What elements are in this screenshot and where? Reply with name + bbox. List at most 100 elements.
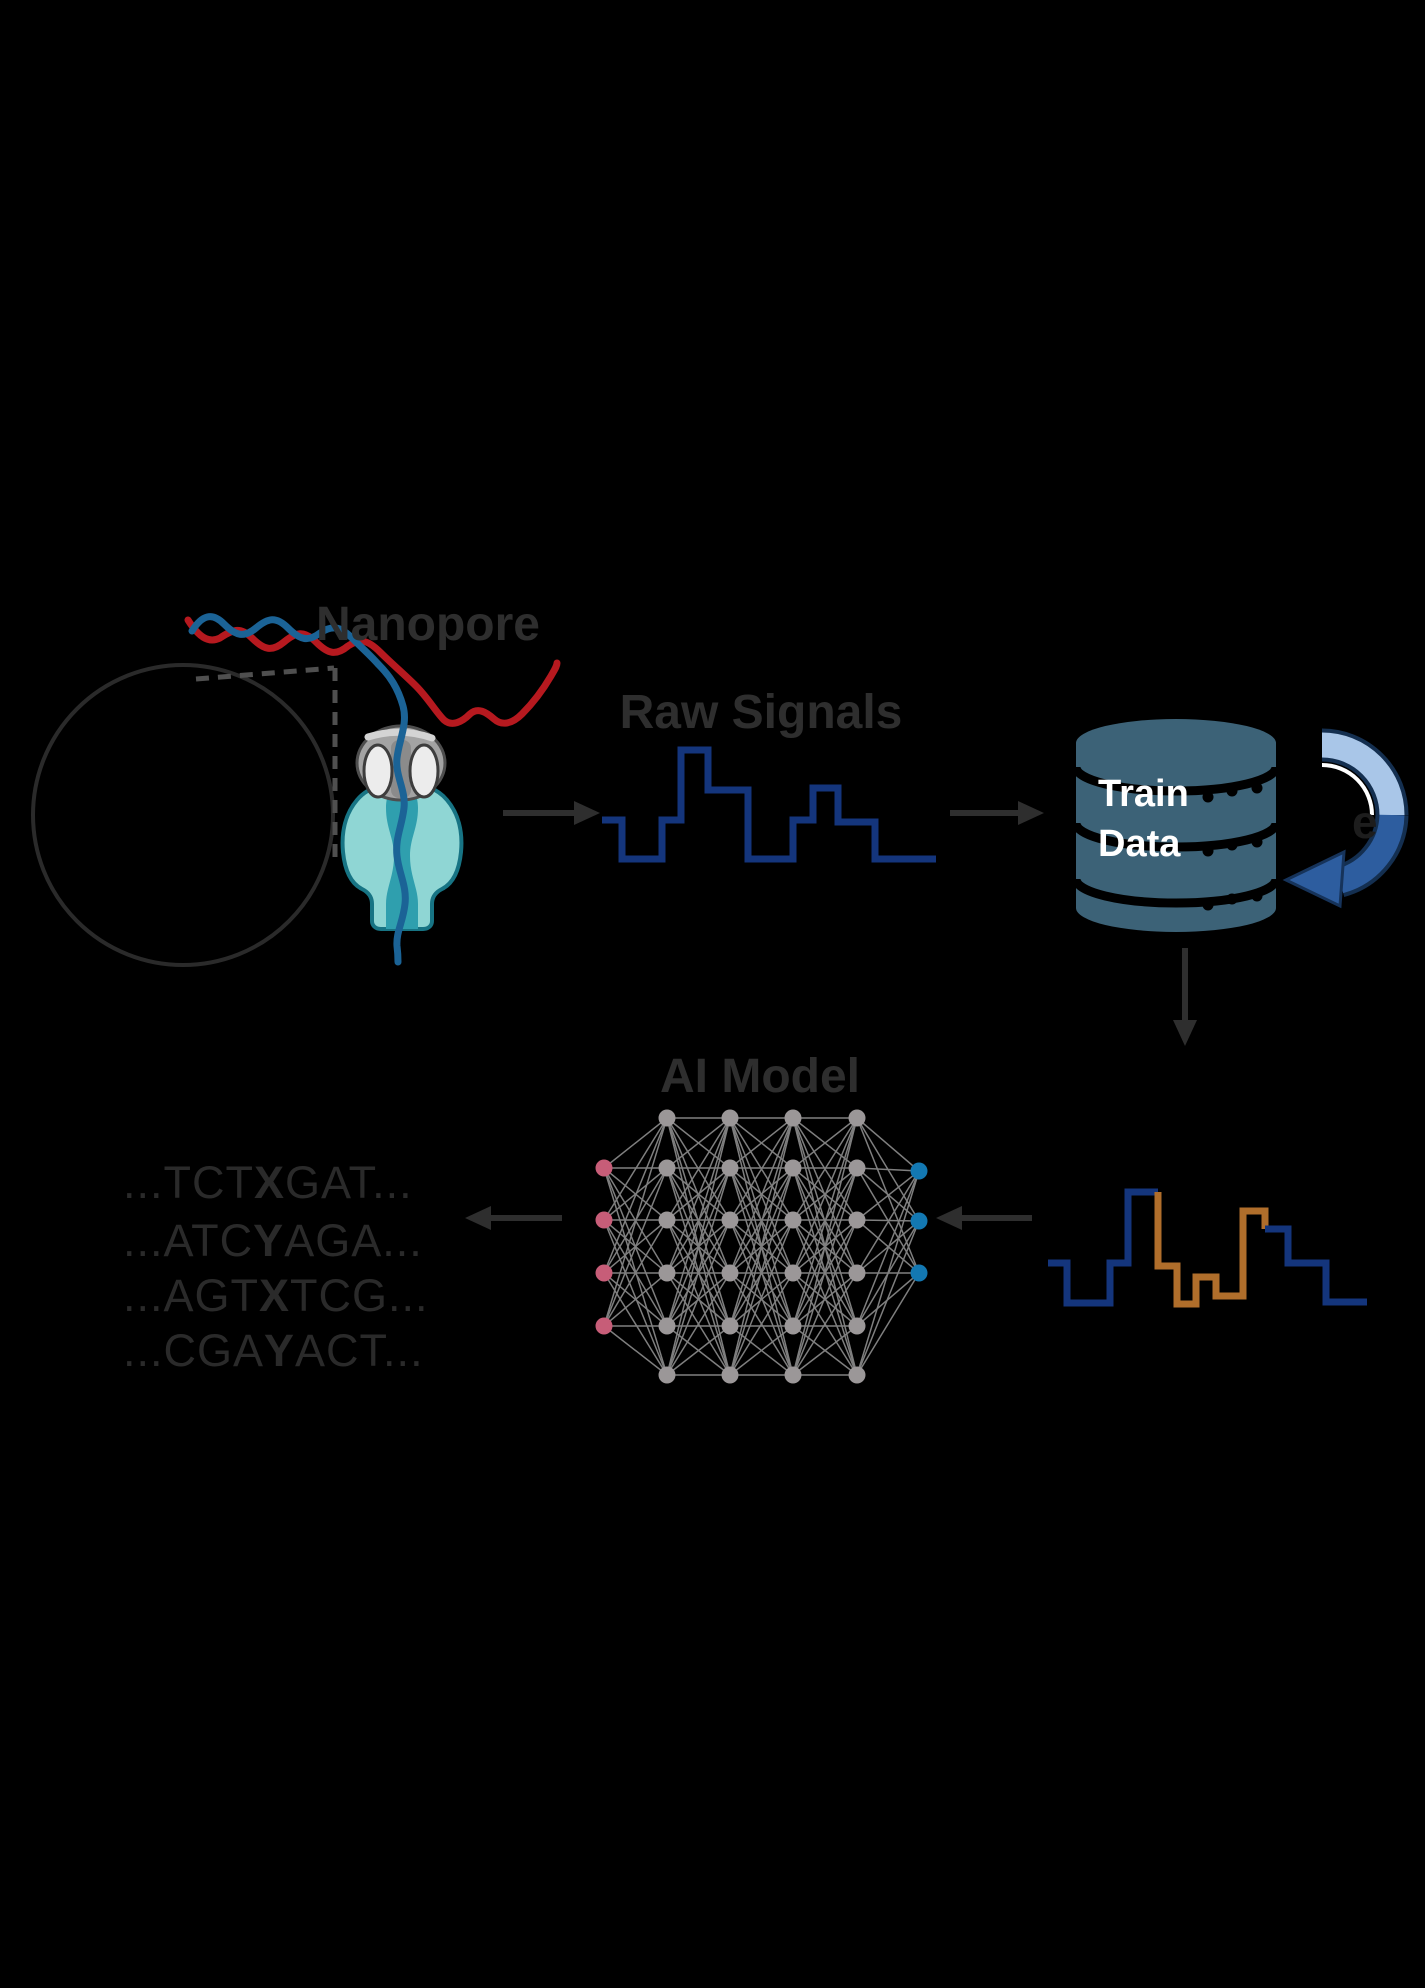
network-edge: [856, 1170, 920, 1274]
network-edge: [666, 1325, 731, 1376]
arrow-aimodel-to-sequences-head: [465, 1206, 491, 1230]
dna-strand-red: [184, 616, 561, 727]
network-edge: [856, 1220, 920, 1376]
database-tier-separator: [1071, 822, 1281, 852]
arrow-traindata-down: [1173, 948, 1197, 1046]
network-edge: [856, 1167, 920, 1172]
raw-signals-label: Raw Signals: [620, 686, 903, 739]
network-edge: [792, 1272, 858, 1376]
refresh-arrow-inner-edge: [1321, 763, 1374, 816]
network-edge: [729, 1117, 794, 1327]
network-edge: [603, 1325, 668, 1376]
network-edge: [792, 1272, 858, 1327]
network-edge: [729, 1117, 794, 1221]
neural-network: [595, 1109, 928, 1384]
train-data-database: Train Data: [1071, 719, 1281, 932]
zoom-callout-line-top: [195, 665, 335, 682]
hidden-2-node: [721, 1366, 739, 1384]
output-node: [910, 1162, 928, 1180]
database-title-line1: Train: [1098, 773, 1189, 815]
arrow-signal-to-aimodel-head: [936, 1206, 962, 1230]
input-node: [595, 1264, 613, 1282]
input-node: [595, 1317, 613, 1335]
network-edge: [666, 1167, 731, 1376]
nanopore-label: Nanopore: [316, 598, 540, 651]
raw-signal-trace: [602, 746, 936, 863]
database-cylinder: [1076, 719, 1276, 932]
network-edge: [603, 1219, 668, 1327]
network-edge: [603, 1117, 668, 1327]
sequence-part: ACT...: [295, 1325, 424, 1376]
hidden-3-node: [784, 1366, 802, 1384]
arrow-rawsignals-to-traindata-head: [1018, 801, 1044, 825]
network-edge: [603, 1272, 668, 1327]
network-edge: [603, 1117, 668, 1221]
flow-cell-circle: [31, 663, 335, 967]
refresh-arrow: e: [1282, 728, 1409, 909]
sequence-part: ...CGA: [123, 1325, 264, 1376]
segmented-signal-trace-2: [1265, 1225, 1367, 1306]
hidden-1-node: [658, 1211, 676, 1229]
hidden-1-node: [658, 1159, 676, 1177]
network-edge: [792, 1219, 858, 1376]
sequence-part: ...ATC: [123, 1215, 253, 1266]
hidden-2-node: [721, 1317, 739, 1335]
hidden-4-node: [848, 1317, 866, 1335]
arrow-rawsignals-to-traindata: [950, 801, 1044, 825]
refresh-arrow-band-dark: [1336, 814, 1405, 894]
hidden-3-node: [784, 1264, 802, 1282]
network-edge: [666, 1272, 731, 1376]
network-edge: [856, 1219, 920, 1222]
input-node: [595, 1211, 613, 1229]
network-edge: [729, 1117, 794, 1169]
network-edge: [603, 1117, 668, 1274]
sequence-part: AGA...: [284, 1215, 423, 1266]
database-tier-separator: [1071, 766, 1281, 796]
network-edge: [666, 1117, 731, 1274]
hidden-2-node: [721, 1159, 739, 1177]
network-edge: [792, 1167, 858, 1376]
hidden-4-node: [848, 1159, 866, 1177]
hidden-4-node: [848, 1366, 866, 1384]
refresh-arrow-band-light: [1321, 732, 1405, 816]
network-edge: [666, 1117, 731, 1169]
network-edge: [856, 1117, 920, 1172]
network-edge: [792, 1117, 858, 1327]
cap-subunit-left: [362, 743, 394, 799]
network-edge: [729, 1219, 794, 1376]
hidden-1-node: [658, 1264, 676, 1282]
network-edge: [666, 1117, 731, 1221]
network-edge: [603, 1167, 668, 1327]
hidden-2-node: [721, 1211, 739, 1229]
network-edge: [666, 1272, 731, 1327]
network-edge: [856, 1170, 920, 1376]
hidden-4-node: [848, 1211, 866, 1229]
network-edge: [666, 1117, 731, 1327]
sequence-line: ...AGTXTCG...: [123, 1270, 429, 1321]
database-tier-dots: [1202, 782, 1263, 911]
sequence-line: ...ATCYAGA...: [123, 1215, 423, 1266]
dna-strand-blue-threading: [374, 660, 409, 966]
arrow-nanopore-to-rawsignals: [503, 801, 600, 825]
network-edge: [856, 1167, 920, 1222]
refresh-arrowhead: [1282, 849, 1346, 909]
hidden-2-node: [721, 1109, 739, 1127]
modified-base: X: [259, 1270, 290, 1321]
segmented-signal-trace-0: [1048, 1188, 1158, 1307]
network-edge: [666, 1219, 731, 1376]
dna-strands-group: [184, 613, 561, 966]
network-edge: [603, 1117, 668, 1169]
hidden-1-node: [658, 1366, 676, 1384]
network-edge: [729, 1325, 794, 1376]
modified-base: Y: [264, 1325, 295, 1376]
output-node: [910, 1212, 928, 1230]
hidden-3-node: [784, 1159, 802, 1177]
hidden-3-node: [784, 1211, 802, 1229]
network-edges: [603, 1117, 920, 1376]
arrow-nanopore-to-rawsignals-head: [574, 801, 600, 825]
cap-subunit-right: [408, 743, 440, 799]
hidden-4-node: [848, 1109, 866, 1127]
input-node: [595, 1159, 613, 1177]
hidden-4-node: [848, 1264, 866, 1282]
database-tier-separator: [1071, 878, 1281, 908]
